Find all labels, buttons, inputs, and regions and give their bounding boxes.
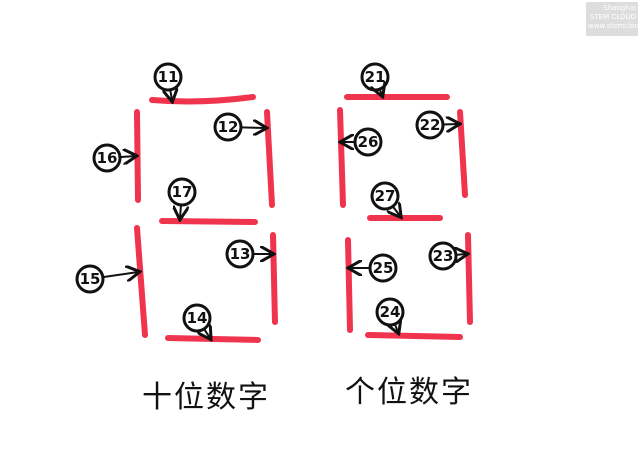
stem-cloud-logo: Shanghai STEM CLOUD www.stemcloud.cn [586, 2, 640, 36]
label-circle [370, 181, 400, 211]
label-number: 12 [218, 118, 239, 136]
ones-label-upper-right: 22 [415, 110, 458, 140]
ones-label-upper-left: 26 [342, 127, 383, 157]
tens-label-bottom: 14 [182, 303, 210, 338]
ones-segment-lower-left [345, 237, 353, 333]
label-circle [167, 177, 197, 207]
ones-segment-upper-right [457, 109, 468, 198]
ones-label-bottom: 24 [375, 297, 405, 332]
ones-caption: 个位数字 [345, 375, 473, 410]
tens-caption: 十位数字 [142, 380, 270, 415]
tens-label-lower-right: 13 [225, 239, 272, 269]
ones-label-lower-left: 25 [350, 253, 398, 283]
ones-segment-bottom [365, 332, 463, 340]
tens-label-top: 11 [153, 62, 183, 100]
label-number: 23 [433, 247, 454, 265]
label-number: 11 [158, 68, 179, 86]
arrow-icon [180, 204, 181, 218]
ones-label-lower-right: 23 [428, 241, 466, 271]
tens-segment-upper-left [134, 109, 141, 203]
arrow-icon [240, 127, 265, 128]
tens-segment-bottom [165, 335, 261, 343]
label-number: 16 [97, 149, 118, 167]
tens-segment-top [149, 94, 256, 105]
tens-label-lower-left: 15 [75, 264, 138, 294]
arrow-icon [102, 272, 138, 277]
tens-segment-lower-left [134, 225, 148, 338]
arrow-icon [456, 254, 466, 255]
arrow-icon [170, 90, 172, 100]
label-number: 26 [358, 133, 379, 151]
ones-label-middle: 27 [370, 181, 400, 216]
label-number: 17 [172, 183, 193, 201]
label-circle [92, 143, 122, 173]
ones-label-top: 21 [360, 62, 390, 95]
tens-segment-middle [159, 218, 258, 225]
label-number: 14 [187, 309, 208, 327]
label-number: 25 [373, 259, 394, 277]
tens-segment-lower-right [270, 232, 278, 325]
label-number: 15 [80, 270, 101, 288]
tens-label-upper-left: 16 [92, 143, 135, 173]
arrow-icon [119, 156, 135, 157]
label-circle [213, 112, 243, 142]
label-number: 24 [380, 303, 401, 321]
arrow-icon [395, 324, 398, 332]
label-number: 27 [375, 187, 396, 205]
tens-label-middle: 17 [167, 177, 197, 218]
arrow-icon [204, 329, 210, 338]
tens-segment-upper-right [264, 109, 275, 208]
label-number: 13 [230, 245, 251, 263]
label-number: 22 [420, 116, 441, 134]
label-circle [75, 264, 105, 294]
arrow-icon [380, 89, 382, 95]
tens-label-upper-right: 12 [213, 112, 265, 142]
label-number: 21 [365, 68, 386, 86]
ones-segment-lower-right [465, 232, 473, 325]
arrow-icon [393, 206, 400, 216]
arrow-icon [442, 124, 458, 125]
ones-segment-upper-left [337, 107, 346, 208]
label-circle [415, 110, 445, 140]
